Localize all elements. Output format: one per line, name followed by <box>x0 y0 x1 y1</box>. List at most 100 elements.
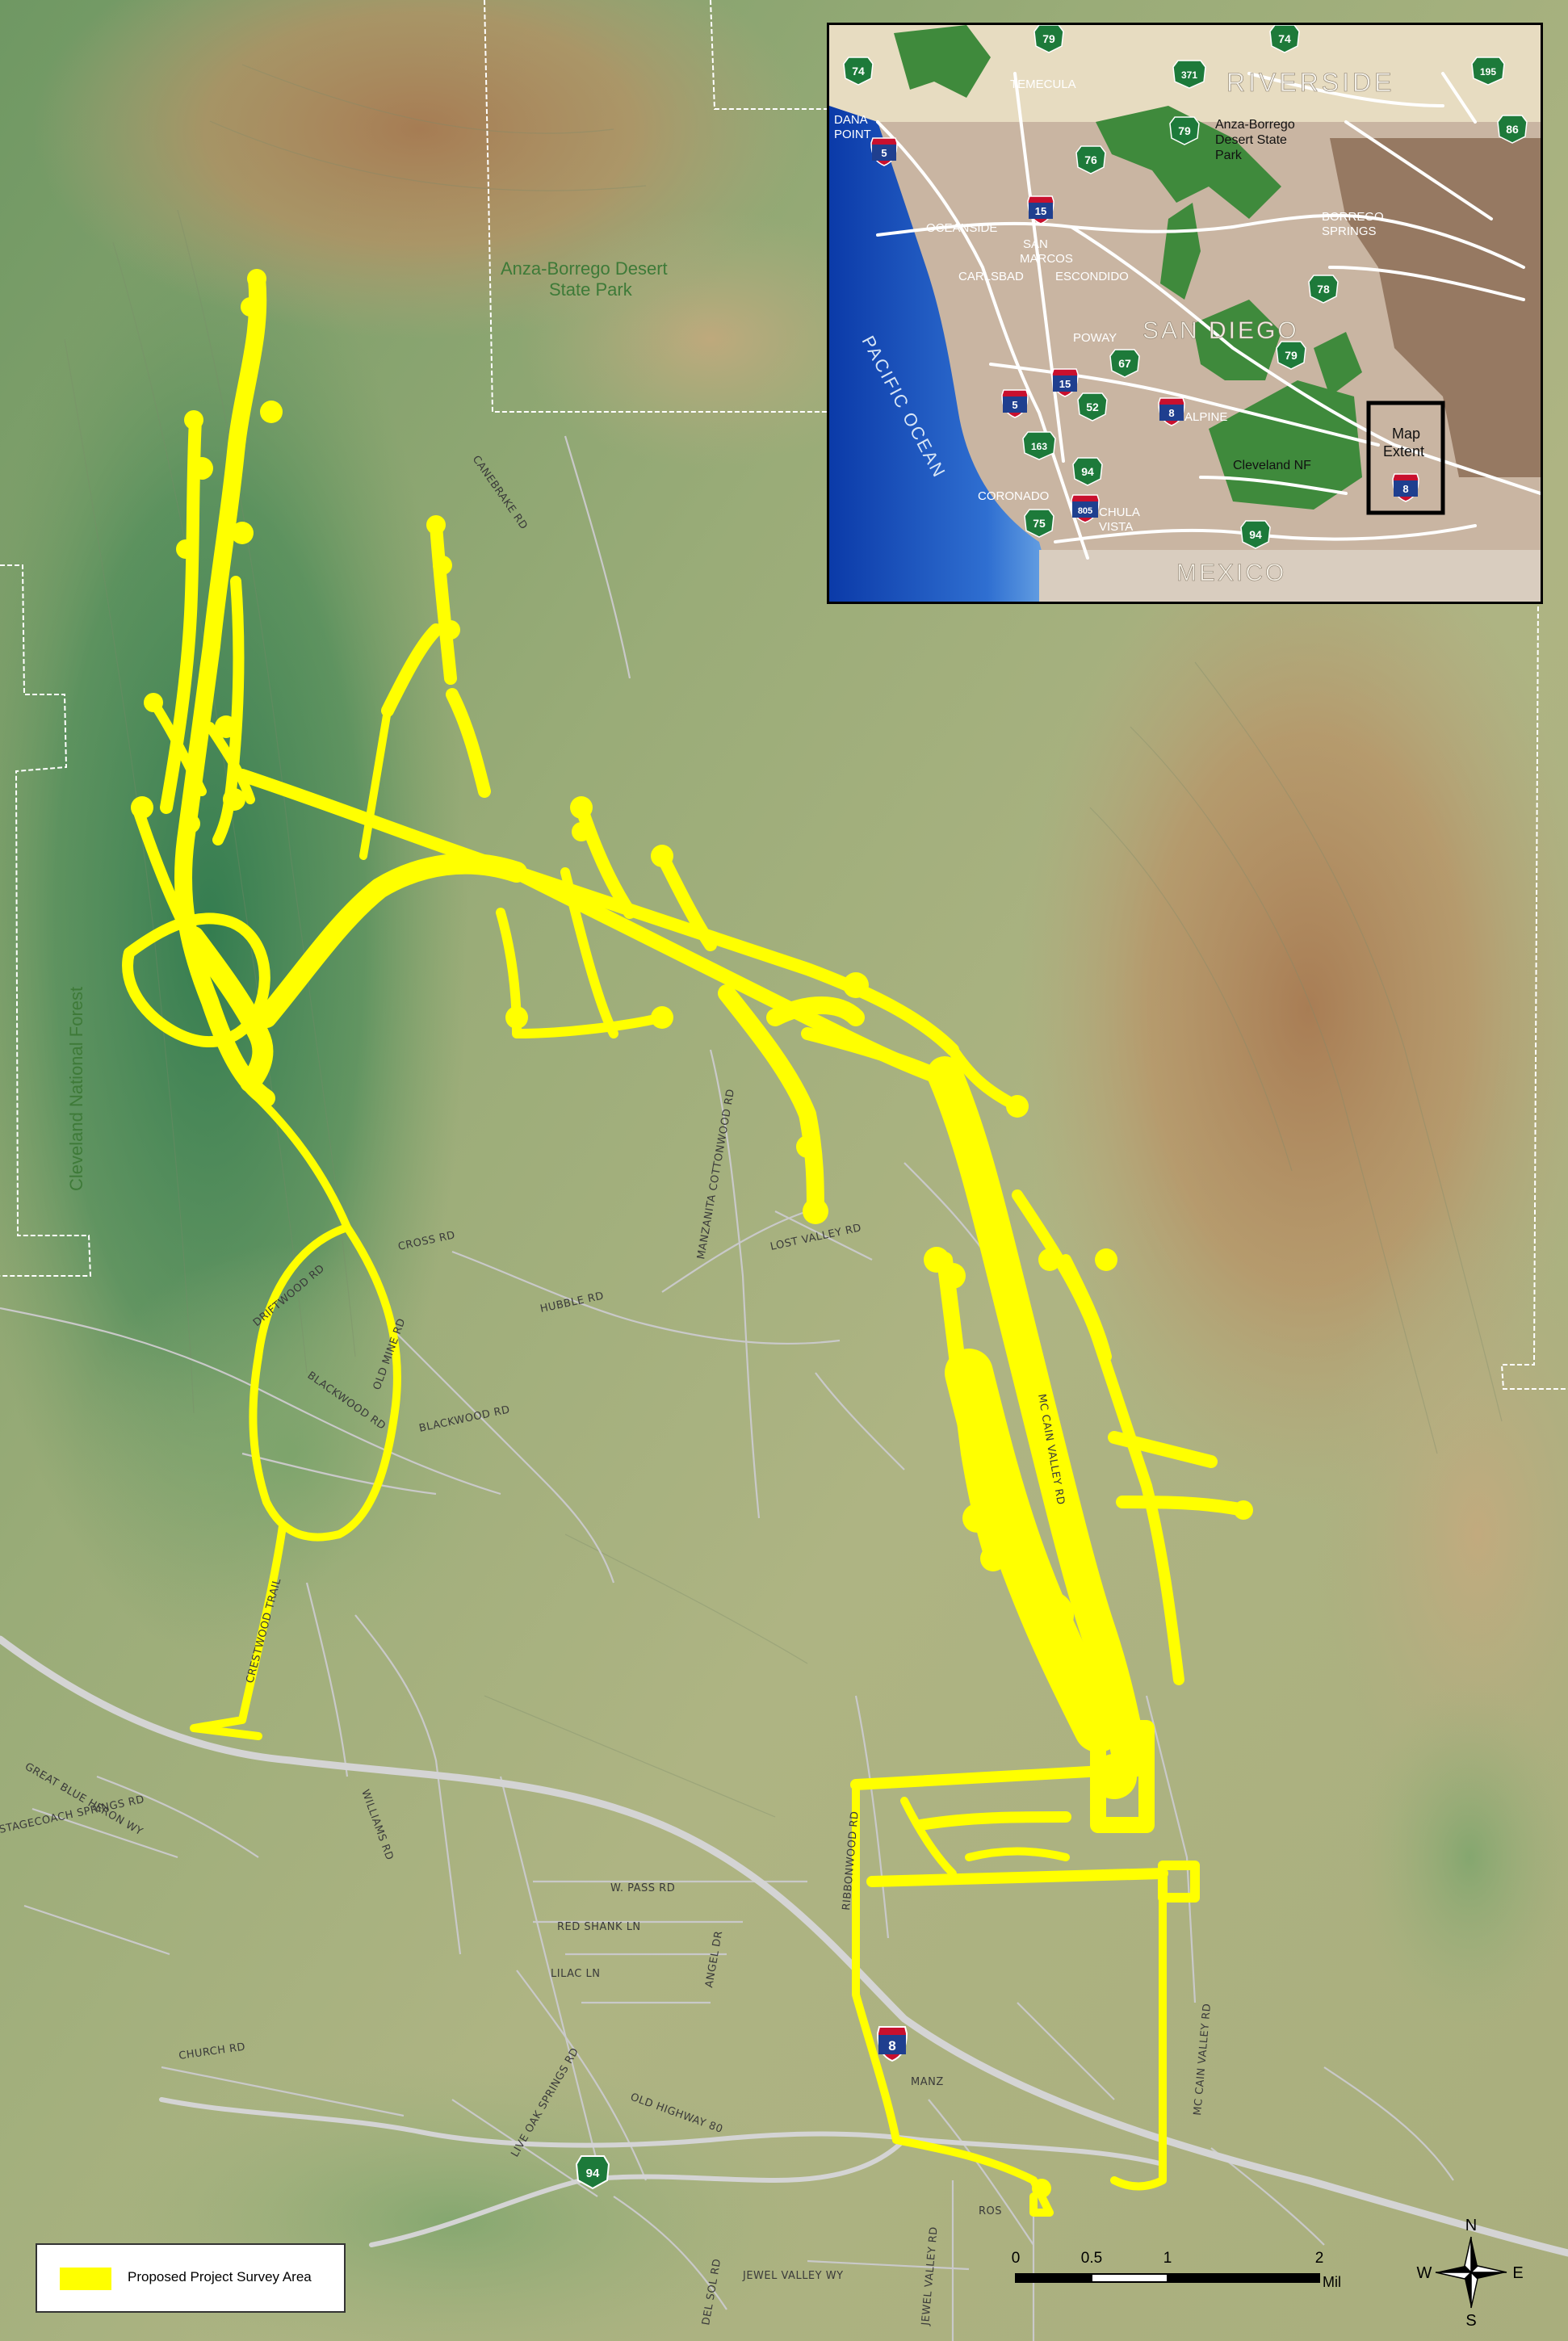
inset-label-coronado: CORONADO <box>978 489 1049 503</box>
legend-label-survey-area: Proposed Project Survey Area <box>128 2269 312 2284</box>
anza-borrego-label-line2: State Park <box>549 279 633 300</box>
svg-text:79: 79 <box>1178 124 1191 137</box>
survey-nw-fan <box>149 698 255 804</box>
survey-sw-loop <box>249 1223 401 1542</box>
terrain-hills-north2 <box>517 210 904 468</box>
road-label-w-pass: W. PASS RD <box>610 1882 675 1894</box>
survey-se-corridor <box>927 1056 1148 1778</box>
inset-map-extent-box[interactable] <box>1366 401 1445 515</box>
survey-se-block <box>1090 1720 1155 1833</box>
inset-shield-i5a: 5 <box>870 137 898 166</box>
inset-shield-79b: 79 <box>1169 116 1200 145</box>
inset-shield-74a: 74 <box>843 57 874 86</box>
inset-label-dana-point-2: POINT <box>834 128 871 141</box>
inset-shield-i15a: 15 <box>1027 195 1054 224</box>
interstate-8-shield-text: 8 <box>888 2038 895 2054</box>
survey-center-spur-n <box>575 801 717 951</box>
svg-text:94: 94 <box>1081 465 1094 478</box>
legend-swatch-survey-area <box>60 2268 111 2290</box>
sr-94-shield: 94 <box>575 2155 610 2190</box>
survey-area-nodes <box>131 269 1253 2198</box>
road-label-ros: ROS <box>979 2205 1002 2217</box>
svg-text:75: 75 <box>1033 517 1046 530</box>
terrain-green-east <box>1356 1680 1568 2035</box>
inset-shield-79c: 79 <box>1276 341 1306 370</box>
svg-text:371: 371 <box>1181 69 1197 81</box>
sr-94-shield-text: 94 <box>586 2167 600 2180</box>
survey-se-east-line <box>1110 1869 1167 2191</box>
contour-lines <box>64 64 1503 1818</box>
inset-label-escondido: ESCONDIDO <box>1055 270 1129 283</box>
inset-label-san-marcos-2: MARCOS <box>1020 252 1073 266</box>
svg-text:74: 74 <box>1278 32 1291 45</box>
inset-shield-371: 371 <box>1172 60 1206 89</box>
road-label-red-shank: RED SHANK LN <box>557 1921 641 1933</box>
scale-tick-2: 2 <box>1315 2250 1324 2267</box>
inset-shield-i8b: 8 <box>1392 473 1419 502</box>
inset-interstate-shields: 5 15 5 15 8 805 8 <box>870 137 1419 523</box>
inset-label-temecula: TEMECULA <box>1010 78 1076 91</box>
terrain-green-sw <box>81 1244 501 1663</box>
inset-map-canvas: RIVERSIDE SAN DIEGO MEXICO PACIFIC OCEAN… <box>829 25 1541 602</box>
inset-shield-163: 163 <box>1022 431 1056 460</box>
inset-label-cleveland: Cleveland NF <box>1233 459 1311 472</box>
scale-unit: Miles <box>1323 2274 1340 2290</box>
inset-label-borrego-2: SPRINGS <box>1322 224 1377 238</box>
svg-text:52: 52 <box>1086 401 1099 413</box>
inset-map-extent-label-1: Map <box>1392 426 1420 442</box>
inset-shield-i8a: 8 <box>1158 397 1185 426</box>
survey-north-spur-line <box>359 707 392 860</box>
inset-shield-i5b: 5 <box>1001 389 1029 418</box>
road-label-manz: MANZ <box>911 2076 944 2088</box>
inset-label-poway: POWAY <box>1073 331 1117 345</box>
svg-text:67: 67 <box>1118 357 1131 370</box>
sr-94 <box>369 2138 907 2247</box>
inset-shield-75: 75 <box>1024 509 1054 538</box>
survey-nw-branch-b <box>212 576 245 845</box>
inset-label-anza-1: Anza-Borrego <box>1215 118 1295 132</box>
svg-text:163: 163 <box>1031 441 1047 452</box>
inset-roads <box>876 72 1541 560</box>
inset-shield-78: 78 <box>1308 275 1339 304</box>
svg-text:15: 15 <box>1059 378 1071 390</box>
svg-text:86: 86 <box>1506 123 1519 136</box>
road-label-lilac: LILAC LN <box>551 1968 600 1980</box>
east-boundary <box>1500 598 1568 1390</box>
inset-label-chula-vista-1: CHULA <box>1099 506 1140 519</box>
svg-text:15: 15 <box>1035 205 1046 217</box>
interstate-8-shield: 8 <box>876 2026 908 2062</box>
svg-text:79: 79 <box>1285 349 1298 362</box>
inset-shield-94a: 94 <box>1072 457 1103 486</box>
inset-map[interactable]: RIVERSIDE SAN DIEGO MEXICO PACIFIC OCEAN… <box>827 23 1543 604</box>
inset-shield-i805: 805 <box>1071 494 1100 523</box>
north-arrow-n: N <box>1465 2217 1477 2234</box>
inset-mexico-band <box>1039 550 1541 602</box>
inset-label-oceanside: OCEANSIDE <box>926 221 997 235</box>
cleveland-forest-label: Cleveland National Forest <box>66 987 86 1191</box>
inset-shield-52: 52 <box>1077 392 1108 422</box>
svg-text:5: 5 <box>1012 399 1017 411</box>
inset-ocean <box>829 106 1055 602</box>
anza-borrego-label-line1: Anza-Borrego Desert <box>501 258 668 279</box>
inset-shield-74b: 74 <box>1269 25 1300 53</box>
survey-se-spur-ne <box>1060 1254 1112 1362</box>
survey-north-spur <box>381 518 491 798</box>
survey-nw-spine <box>174 270 275 1107</box>
old-highway-80 <box>159 2097 1165 2167</box>
local-roads <box>0 435 1454 2341</box>
svg-text:8: 8 <box>1168 407 1174 419</box>
survey-se-bottom <box>892 2136 1054 2217</box>
inset-label-chula-vista-2: VISTA <box>1099 520 1133 534</box>
survey-se-rect <box>1158 1861 1200 1903</box>
inset-label-carlsbad: CARLSBAD <box>958 270 1024 283</box>
inset-label-borrego-1: BORREGO <box>1322 210 1384 224</box>
scale-tick-05: 0.5 <box>1081 2250 1102 2267</box>
svg-text:805: 805 <box>1078 506 1092 516</box>
survey-se-spur-e <box>1108 1431 1250 1517</box>
svg-text:5: 5 <box>881 147 887 159</box>
north-arrow: N S E W <box>1417 2217 1524 2329</box>
inset-state-shields: 74 79 371 74 195 86 76 79 78 79 67 52 16… <box>843 25 1528 549</box>
inset-label-anza-3: Park <box>1215 149 1243 162</box>
survey-sw-road <box>190 1522 287 1740</box>
